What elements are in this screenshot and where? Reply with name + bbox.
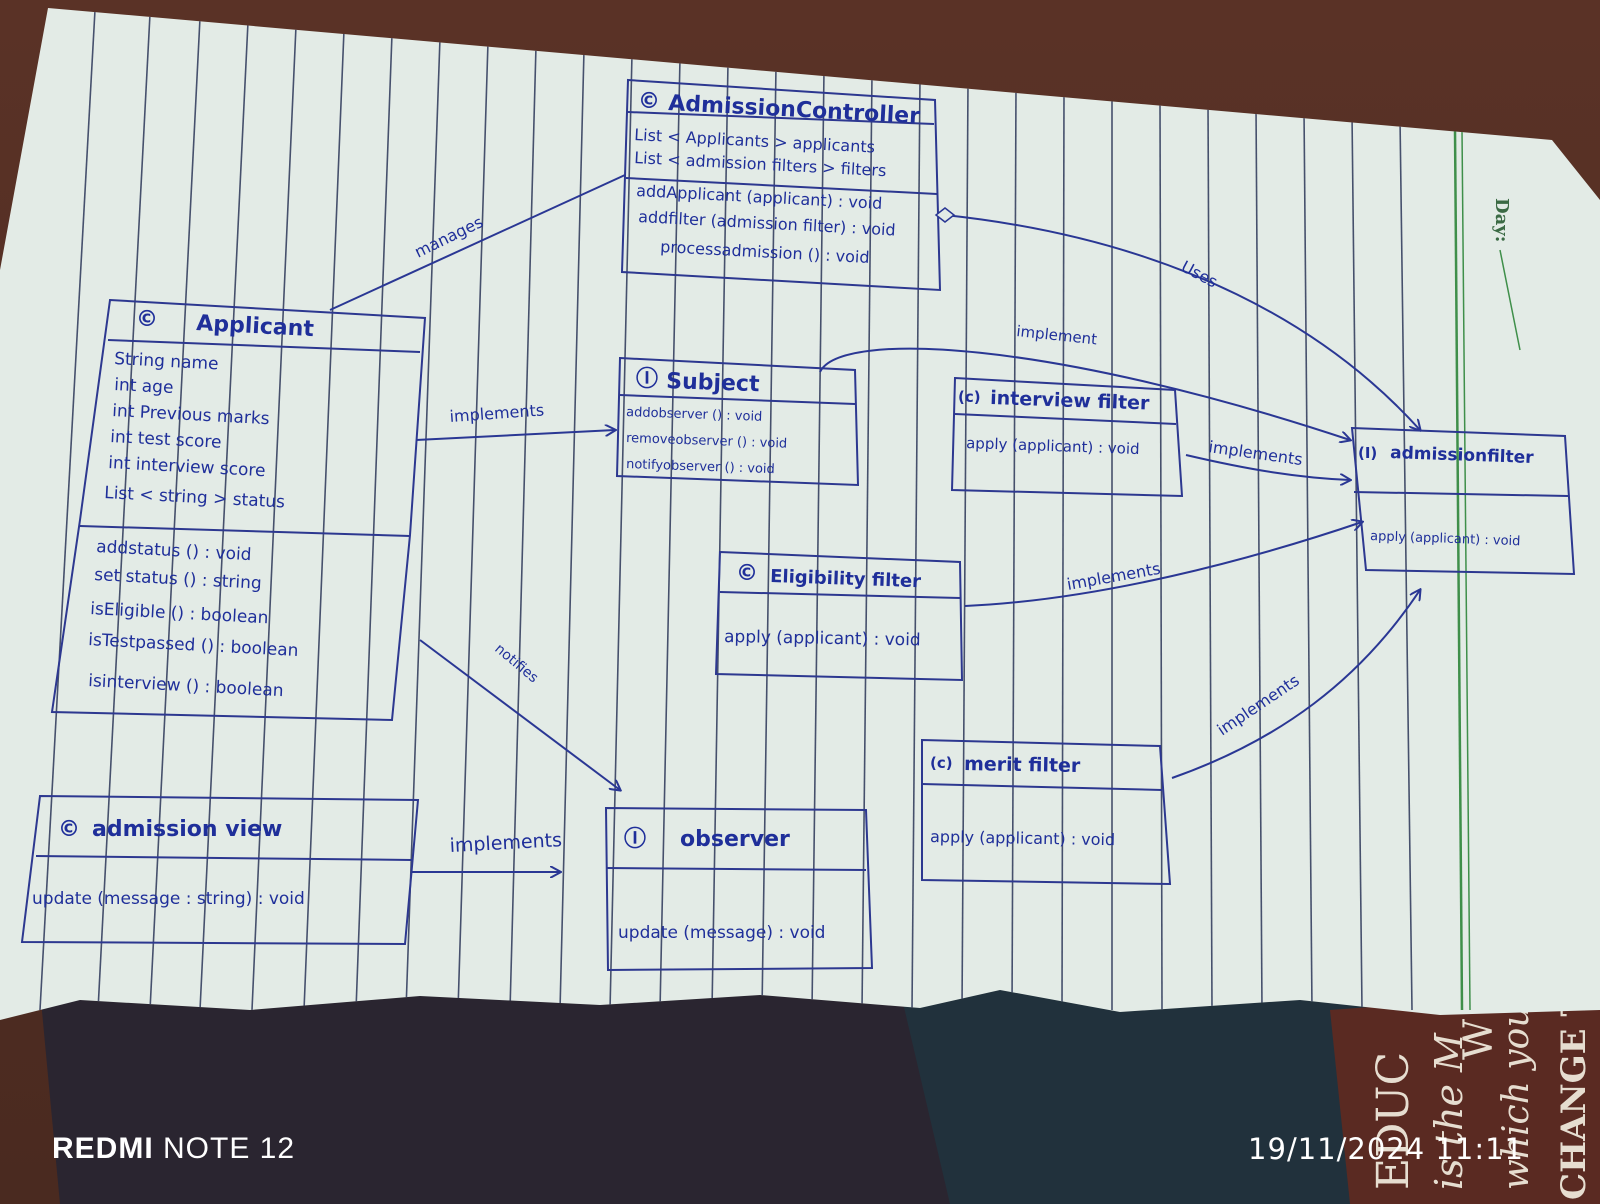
camera-watermark-model: REDMI NOTE 12	[52, 1132, 295, 1166]
class-observer: Ⓘ observer update (message) : void	[604, 806, 874, 972]
attribute: int age	[114, 375, 174, 398]
method: update (message) : void	[618, 923, 825, 943]
book-text-5: CHANGE T	[1554, 991, 1594, 1200]
class-stereotype: ©	[736, 561, 758, 586]
class-merit-filter: (c) merit filter apply (applicant) : voi…	[921, 738, 1172, 886]
class-stereotype: (c)	[930, 754, 953, 772]
class-stereotype: (c)	[958, 388, 981, 406]
class-subject: Ⓘ Subject addobserver () : void removeob…	[615, 356, 860, 487]
book-text-1: EDUC	[1368, 1052, 1419, 1190]
method: apply (applicant) : void	[930, 827, 1115, 849]
method: addobserver () : void	[626, 405, 763, 425]
class-stereotype: ©	[136, 307, 158, 332]
book-text-3: W	[1456, 1019, 1502, 1060]
class-title: admission view	[92, 817, 282, 842]
method: update (message : string) : void	[32, 889, 305, 909]
class-stereotype: ©	[638, 89, 660, 114]
relation-uses: Uses	[934, 207, 1420, 430]
camera-watermark-datetime: 19/11/2024 11:11	[1248, 1132, 1524, 1166]
method: removeobserver () : void	[626, 431, 788, 452]
book-text-4: which you	[1496, 1004, 1537, 1190]
class-eligibility-filter: © Eligibility filter apply (applicant) :…	[714, 550, 964, 682]
margin-line	[1453, 129, 1464, 1011]
class-title: observer	[680, 827, 790, 852]
method: notifyobserver () : void	[626, 457, 775, 477]
day-label: Day:	[1491, 198, 1512, 242]
class-stereotype: Ⓘ	[636, 366, 658, 392]
class-admission-view: © admission view update (message : strin…	[20, 794, 420, 946]
class-title: Applicant	[196, 311, 315, 342]
class-title: merit filter	[964, 753, 1081, 777]
class-title: Subject	[666, 369, 761, 397]
method: apply (applicant) : void	[724, 627, 921, 650]
watermark-brand: REDMI	[52, 1132, 154, 1165]
book-cover: EDUC is the M W which you CHANGE T	[40, 960, 1600, 1204]
book-text-2: is the M	[1427, 1032, 1471, 1190]
watermark-model: NOTE 12	[163, 1132, 296, 1165]
class-stereotype: (I)	[1358, 444, 1377, 462]
class-stereotype: ©	[58, 817, 80, 842]
method: apply (applicant) : void	[1370, 529, 1521, 549]
class-stereotype: Ⓘ	[624, 826, 646, 852]
